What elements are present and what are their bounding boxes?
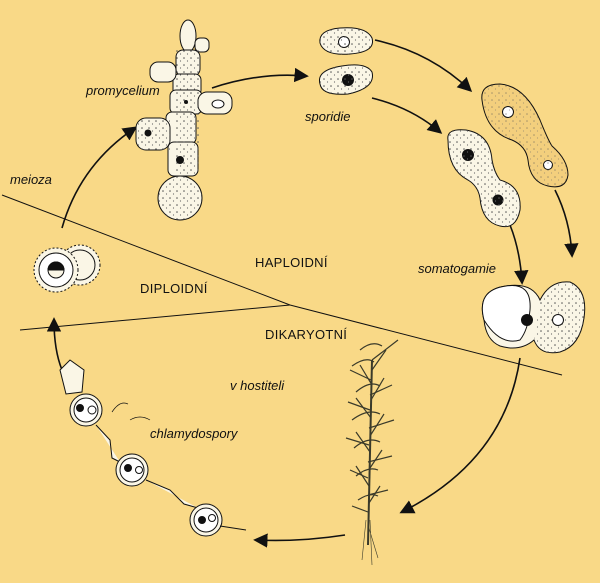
sporidie-cells [318, 27, 374, 95]
label-dikaryotni: DIKARYOTNÍ [265, 327, 348, 342]
diploid-spore-drawing [33, 244, 101, 293]
arrow-sporidie-to-fused [374, 39, 473, 92]
label-meioza: meioza [10, 172, 52, 187]
fused-sporidie [481, 83, 569, 188]
arrow-fused-to-somatogamie [554, 189, 579, 258]
label-somatogamie: somatogamie [418, 261, 497, 276]
diploid-divider-line [19, 304, 291, 331]
chlamydospory-drawing [59, 359, 247, 537]
arrow-pair-to-somatogamie [509, 224, 529, 285]
host-plant-drawing [345, 339, 399, 566]
label-promycelium: promycelium [86, 83, 160, 98]
conjugating-sporidie [447, 129, 521, 228]
somatogamie-cell [481, 281, 586, 354]
arrow-somatogamie-to-plant [399, 357, 521, 514]
label-diploidni: DIPLOIDNÍ [140, 281, 208, 296]
dikaryotic-divider-line [289, 304, 563, 376]
meiosis-divider-line [1, 194, 291, 306]
arrow-promycelium-to-sporidie [211, 67, 309, 89]
arrow-sporidie-to-pair [371, 97, 443, 134]
label-sporidie: sporidie [305, 109, 351, 124]
arrow-plant-to-chlamydospory [253, 533, 346, 548]
arrow-chlamydospory-to-diploid [46, 317, 63, 371]
promycelium-drawing [135, 19, 233, 221]
label-chlamydospory: chlamydospory [150, 426, 238, 441]
label-v-hostiteli: v hostiteli [230, 378, 285, 393]
arrow-diploid-to-promycelium [61, 126, 138, 229]
label-haploidni: HAPLOIDNÍ [255, 255, 328, 270]
